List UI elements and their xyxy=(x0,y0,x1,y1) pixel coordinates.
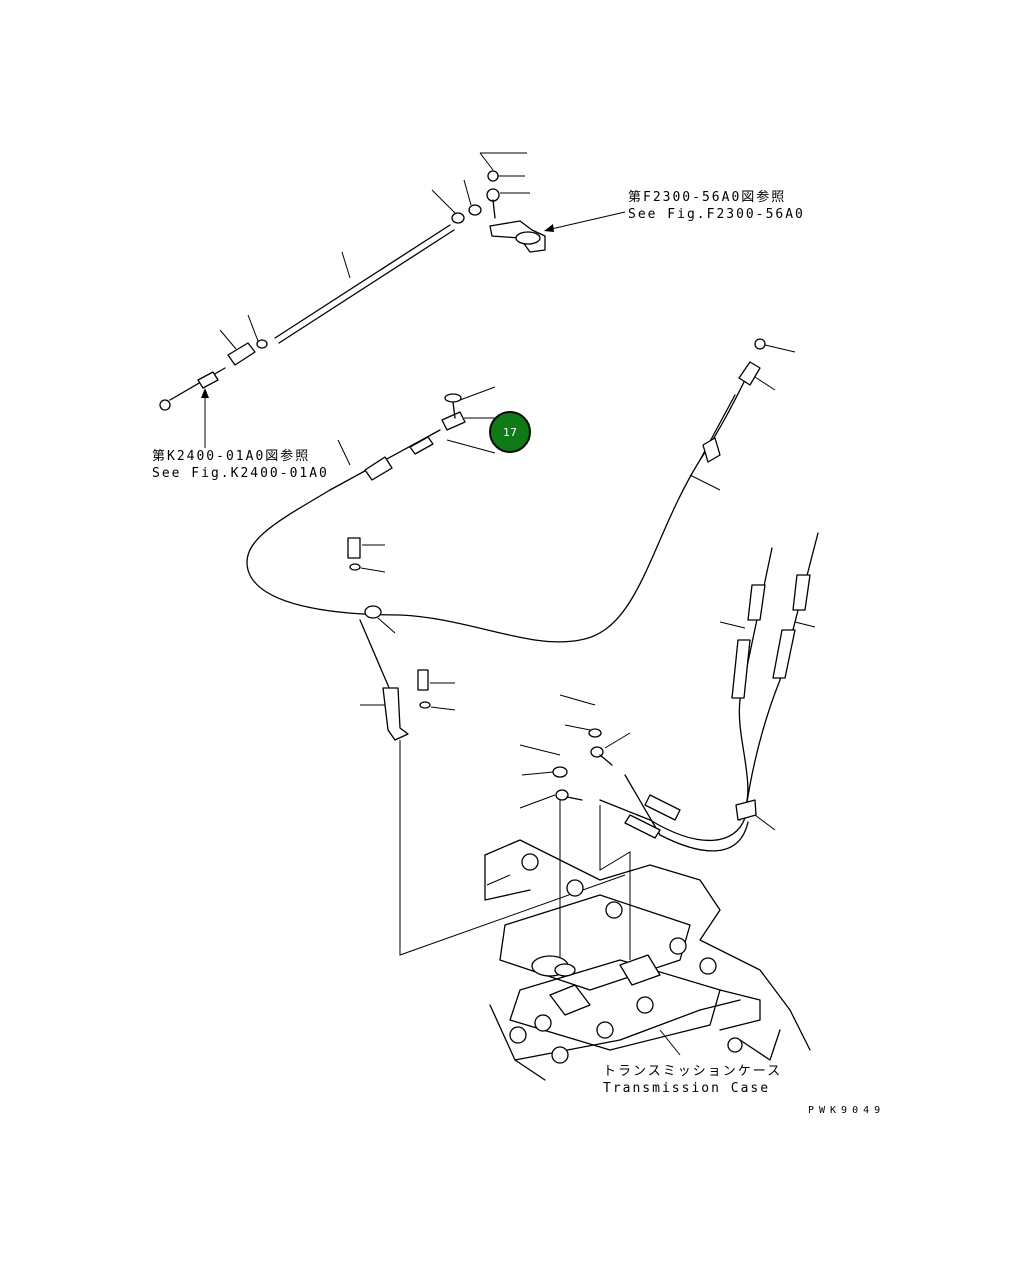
upper-rod-assembly xyxy=(159,152,626,448)
ref-label-f2300-jp: 第F2300-56A0図参照 xyxy=(628,190,787,205)
transmission-case-label-en: Transmission Case xyxy=(603,1081,771,1096)
transmission-case-label-jp: トランスミッションケース xyxy=(603,1064,783,1079)
callout-badge-17[interactable]: 17 xyxy=(489,411,531,453)
ref-label-k2400-jp: 第K2400-01A0図参照 xyxy=(152,449,311,464)
right-cable-upper xyxy=(689,338,796,491)
ref-label-k2400-en: See Fig.K2400-01A0 xyxy=(152,466,329,481)
transmission-case xyxy=(484,839,811,1081)
ref-label-f2300-en: See Fig.F2300-56A0 xyxy=(628,207,805,222)
drawing-code: PWK9049 xyxy=(808,1105,886,1116)
bracket-clamp xyxy=(347,537,626,956)
right-double-cables xyxy=(599,532,819,852)
lever-parts xyxy=(519,694,631,960)
middle-cable-assembly xyxy=(329,386,496,491)
